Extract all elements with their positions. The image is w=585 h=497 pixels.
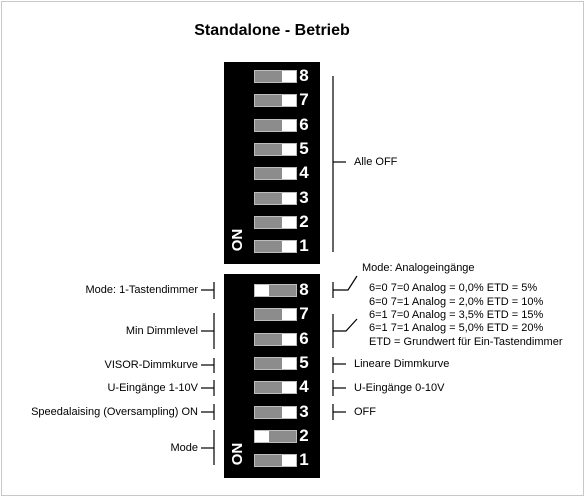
dip-switch-number: 4 [299, 163, 309, 183]
dip-switch-8[interactable] [254, 284, 297, 297]
dip-switch-8[interactable] [254, 70, 297, 83]
label-etd-note: ETD = Grundwert für Ein-Tastendimmer [369, 336, 563, 348]
dip-switch-5[interactable] [254, 356, 297, 370]
dip-switch-number: 5 [299, 352, 309, 372]
dip-switch-knob [282, 241, 296, 253]
label-off: OFF [354, 406, 376, 418]
dip-switch-number: 7 [299, 304, 309, 324]
dip-switch-4[interactable] [254, 167, 297, 181]
label-alle-off: Alle OFF [354, 156, 398, 168]
dip-switch-number: 5 [299, 138, 309, 158]
label-lineare-dimmkurve: Lineare Dimmkurve [354, 358, 450, 370]
diagram-title: Standalone - Betrieb [194, 22, 350, 39]
label-u-eingaenge-1-10v: U-Eingänge 1-10V [107, 382, 198, 394]
dip-switch-knob [282, 309, 296, 321]
dip-switch-2[interactable] [254, 429, 297, 443]
dip-switch-knob [282, 71, 296, 82]
dip-switch-number: 8 [299, 66, 309, 85]
analog-table-row: 6=1 7=1 Analog = 5,0% ETD = 20% [369, 322, 544, 334]
dip-switch-7[interactable] [254, 308, 297, 322]
dip-switch-1[interactable] [254, 454, 297, 468]
dip-switch-1[interactable] [254, 240, 297, 254]
dip-switch-knob [282, 382, 296, 394]
analog-table-row: 6=1 7=0 Analog = 3,5% ETD = 15% [369, 309, 544, 321]
dip-switch-3[interactable] [254, 191, 297, 205]
dip-switch-7[interactable] [254, 94, 297, 108]
dip-switch-number: 8 [299, 280, 309, 299]
dip-switch-knob [282, 168, 296, 180]
pointer-right-6-7 [333, 318, 358, 332]
label-min-dimmlevel: Min Dimmlevel [125, 325, 198, 337]
label-mode-tastendimmer: Mode: 1-Tastendimmer [85, 284, 199, 296]
dip-switch-knob [255, 430, 269, 442]
label-u-eingaenge-0-10v: U-Eingänge 0-10V [354, 382, 445, 394]
dip-switch-5[interactable] [254, 142, 297, 156]
dip-switch-knob [282, 216, 296, 228]
dip-switch-6[interactable] [254, 118, 297, 132]
dip-switch-number: 1 [299, 450, 309, 470]
dip-switch-6[interactable] [254, 332, 297, 346]
dip-switch-knob [282, 95, 296, 107]
dip-switch-number: 4 [299, 377, 309, 397]
dip-switch-knob [282, 333, 296, 345]
dip-switch-knob [255, 285, 269, 296]
dip-switch-knob [282, 455, 296, 467]
dip-switch-knob [282, 406, 296, 418]
dip-switch-number: 7 [299, 90, 309, 110]
dip-switch-number: 3 [299, 187, 309, 207]
dip-switch-knob [282, 119, 296, 131]
dip-switch-number: 2 [299, 211, 309, 231]
analog-table-row: 6=0 7=1 Analog = 2,0% ETD = 10% [369, 296, 544, 308]
dip-switch-number: 3 [299, 401, 309, 421]
dip-switch-knob [282, 357, 296, 369]
label-mode: Mode [170, 442, 198, 454]
dip-switch-number: 6 [299, 328, 309, 348]
dip-switch-number: 6 [299, 114, 309, 134]
dip-switch-knob [282, 143, 296, 155]
analog-table-row: 6=0 7=0 Analog = 0,0% ETD = 5% [369, 282, 538, 294]
pointer-right-8 [333, 275, 358, 291]
dip-switch-number: 2 [299, 425, 309, 445]
dip-switch-4[interactable] [254, 381, 297, 395]
label-speedalaising: Speedalaising (Oversampling) ON [31, 406, 198, 418]
label-visor-dimmkurve: VISOR-Dimmkurve [104, 359, 198, 371]
dip-switch-2[interactable] [254, 215, 297, 229]
label-mode-analog: Mode: Analogeingänge [362, 262, 475, 274]
dip-switch-3[interactable] [254, 405, 297, 419]
dip-switch-number: 1 [299, 236, 309, 256]
dip-switch-knob [282, 192, 296, 204]
